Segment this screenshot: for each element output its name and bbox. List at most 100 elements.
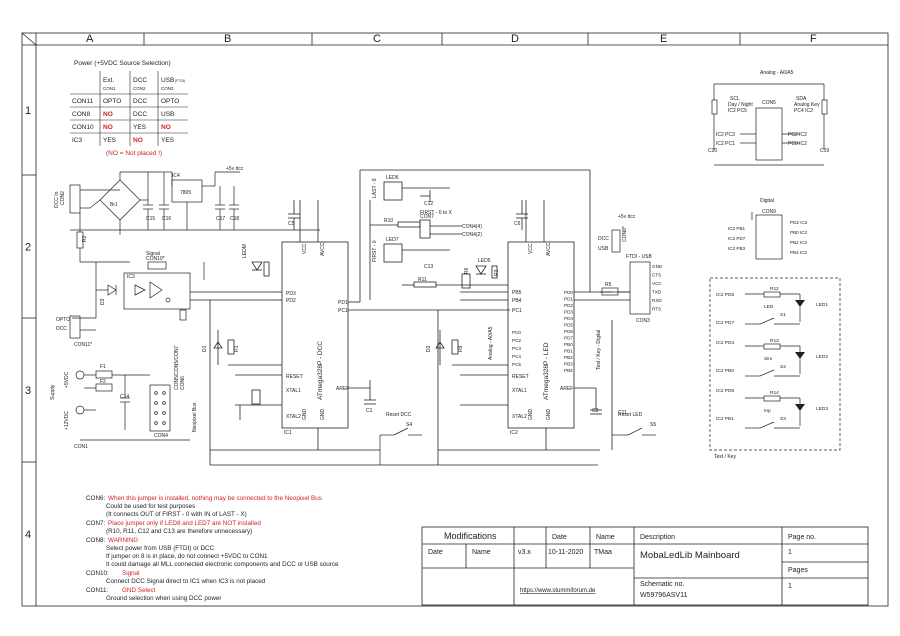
label-pin-avcc: AVCC (546, 242, 552, 256)
label-c18: C18 (230, 216, 239, 222)
ftdi-pin-txd: TXD (652, 290, 662, 295)
label-pd3: PD3 (286, 291, 296, 297)
label-ftdi: FTDI - USB (626, 254, 652, 260)
label-r2: R2 (82, 235, 88, 242)
ic2-pin-pd2: PD2 (564, 303, 573, 308)
label-c15: C15 (146, 216, 155, 222)
label-dcc-in: DCC In (54, 191, 60, 208)
label-pin-aref: AREF (336, 386, 349, 392)
ic1-chip (209, 169, 598, 466)
label-con11: CON11* (74, 342, 92, 348)
ftdi-pin-rts: RTS (652, 307, 661, 312)
ic2-pin-pd0: PD0 (564, 290, 573, 295)
label-pin-reset: RESET (286, 374, 303, 380)
power-cell: DCC (133, 98, 147, 105)
label-ic4: IC4 (172, 173, 180, 179)
label-sda: SDA (796, 96, 807, 102)
note-label: CON8: (86, 537, 105, 544)
power-cell: USB (161, 111, 174, 118)
label-first: FIRST - 0 (372, 240, 378, 262)
name-column-header: Name (596, 534, 615, 541)
label-last: LAST - 8 (372, 178, 378, 198)
label-con4-2: CON4(2) (462, 232, 482, 238)
note-title: Place jumper only if LED8 and LED7 are N… (108, 520, 261, 527)
pages-value: 1 (788, 583, 792, 590)
label-con9: CON5 (762, 100, 776, 106)
power-cell: YES (133, 124, 147, 131)
test-key-input: IC2 PB1 (716, 416, 734, 422)
opto-circuit (69, 261, 276, 339)
column-label-E: E (660, 33, 667, 45)
ic2-pin-pc2: PC2 (512, 338, 521, 343)
test-key-input: IC2 PB0 (716, 368, 734, 374)
column-label-F: F (810, 33, 817, 45)
test-key-mode: LED (764, 304, 774, 310)
label-day-night: Day / Night (728, 102, 753, 108)
power-cell: NO (103, 124, 113, 131)
label-pin-gnd: GND (302, 409, 308, 421)
label-r3: R3 (494, 269, 500, 276)
page-no-header: Page no. (788, 534, 816, 541)
label-con-dig: CON9 (762, 209, 776, 215)
power-table: Power (+5VDC Source Selection) Ext.CON1D… (70, 60, 188, 157)
label-c17: C17 (216, 216, 225, 222)
description-value: MobaLedLib Mainboard (640, 550, 740, 561)
label-r10: R10 (384, 218, 393, 224)
ic2-pin-pc5: PC5 (512, 362, 521, 367)
label-con5-v: CON5/CON5/CON7 (174, 345, 180, 390)
label-ic3: IC3 (127, 274, 135, 280)
note-label: CON11: (86, 587, 109, 594)
label-pin-xtal2: XTAL2 (286, 414, 301, 420)
label-ic1: IC1 (284, 430, 292, 436)
digital-right-pin: PB0 IC2 (790, 230, 808, 235)
note-line: (R10, R11, C12 and C13 are therefore unn… (106, 528, 252, 535)
ic2-pin-pb4: PB4 (564, 368, 573, 373)
label-reg: 7805 (180, 190, 191, 196)
label-scl: SCL (730, 96, 740, 102)
label-d1: D1 (202, 345, 208, 352)
note-title: GND Select (122, 587, 155, 594)
chip-label-led: ATmega328P - LED (543, 342, 550, 400)
label-pin-vcc: VCC (528, 243, 534, 254)
label-pc1: PC1 (338, 308, 348, 314)
label-con1: CON1 (74, 444, 88, 450)
label-pd2: PD2 (286, 298, 296, 304)
ic2-pin-pb0: PB0 (564, 342, 573, 347)
test-key-input: IC2 PD7 (716, 320, 734, 326)
forum-link[interactable]: https://www.stummiforum.de (520, 588, 596, 594)
note-line: Connect DCC Signal direct to IC1 when IC… (106, 578, 266, 585)
ftdi-pin-gnd: GND (652, 264, 663, 269)
digital-left-pin: IC2 PB3 (728, 246, 746, 251)
date-column-header: Date (552, 534, 567, 541)
power-row-label: CON10 (72, 124, 94, 131)
label-con7: CON7 (420, 214, 434, 220)
modifications-header: Modifications (444, 531, 497, 541)
label-pd1: PD1 (338, 300, 348, 306)
power-cell: NO (103, 111, 113, 118)
power-header-note-2: (FTDI) (175, 79, 185, 83)
power-cell: OPTO (103, 98, 121, 105)
label-con10: CON10* (146, 256, 165, 262)
ftdi-pin-rxd: RXD (652, 298, 662, 303)
label-d3: D3 (100, 298, 106, 305)
ftdi-connector (600, 229, 651, 315)
label-p12vdc: +12VDC (64, 411, 70, 430)
label-c12: C12 (424, 201, 433, 207)
test-key-led: LED3 (816, 406, 828, 412)
label-r9: R9 (458, 345, 464, 352)
test-key-switch: S2 (780, 364, 786, 370)
note-title: WARNING (108, 537, 138, 544)
label-opto: OPTO (56, 317, 70, 323)
label-r1: R1 (234, 345, 240, 352)
column-label-A: A (86, 33, 94, 45)
notes-block: CON6:When this jumper is installed, noth… (86, 495, 339, 602)
label-d2: D2 (426, 345, 432, 352)
note-label: CON7: (86, 520, 105, 527)
power-header-2: USB (161, 77, 174, 84)
power-cell: NO (133, 137, 143, 144)
ic2-pin-pd5: PD5 (564, 323, 573, 328)
digital-left-pin: IC2 PB1 (728, 226, 746, 231)
label-c6: C6 (514, 221, 521, 227)
